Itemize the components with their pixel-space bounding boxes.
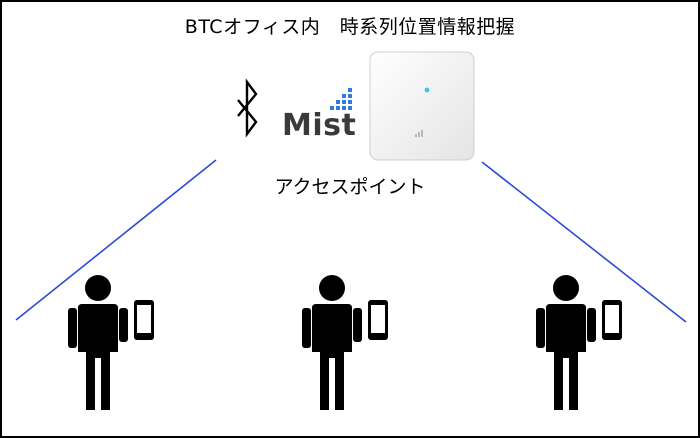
person-center-icon (302, 275, 388, 410)
smartphone-icon (602, 300, 622, 340)
signal-line-left (15, 159, 217, 321)
smartphone-icon (368, 300, 388, 340)
person-right-icon (536, 275, 622, 410)
bluetooth-icon (237, 78, 258, 138)
mist-logo-icon (330, 88, 352, 110)
access-point-led-icon (424, 87, 430, 93)
access-point-device (369, 51, 475, 161)
person-left-icon (68, 275, 154, 410)
smartphone-icon (134, 300, 154, 340)
signal-line-right (481, 161, 687, 323)
mist-logo-text: Mist (282, 108, 357, 143)
diagram-title: BTCオフィス内 時系列位置情報把握 (184, 16, 516, 38)
access-point-label: アクセスポイント (274, 176, 426, 198)
